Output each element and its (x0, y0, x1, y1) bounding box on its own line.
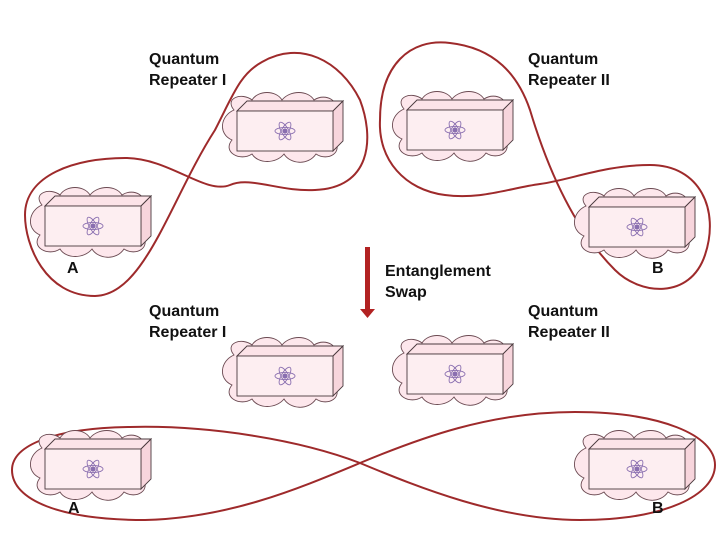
node-a-bottom (30, 431, 151, 501)
entanglement-loop-a-to-repeater-i (23, 52, 369, 298)
entanglement-loop-a-to-b (10, 410, 717, 522)
entanglement-loop-repeater-ii-to-b (378, 41, 711, 290)
label-quantum-repeater-ii-top: Quantum Repeater II (528, 51, 610, 89)
down-arrow-icon (360, 247, 375, 318)
label-node-a-top: A (67, 260, 79, 277)
node-repeater-ii-bottom (392, 336, 513, 406)
node-b-top (574, 189, 695, 259)
label-node-b-top: B (652, 260, 664, 277)
node-repeater-i-top (222, 93, 343, 163)
label-node-a-bottom: A (68, 500, 80, 517)
label-entanglement-swap: Entanglement Swap (385, 263, 491, 301)
node-a-top (30, 188, 151, 258)
label-quantum-repeater-i-bottom: Quantum Repeater I (149, 303, 227, 341)
node-repeater-i-bottom (222, 338, 343, 408)
label-node-b-bottom: B (652, 500, 664, 517)
label-quantum-repeater-i-top: Quantum Repeater I (149, 51, 227, 89)
label-quantum-repeater-ii-bottom: Quantum Repeater II (528, 303, 610, 341)
node-b-bottom (574, 431, 695, 501)
node-repeater-ii-top (392, 92, 513, 162)
